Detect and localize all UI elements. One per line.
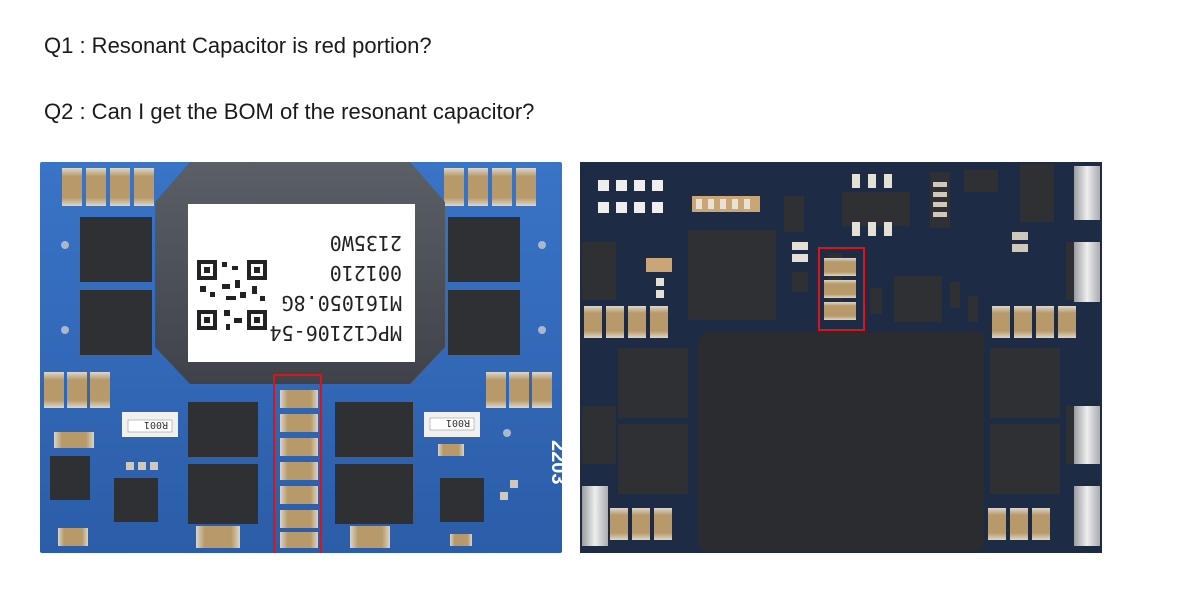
pcb-top-side-image: MPC12106-54 M161050.8G 001210 2135W0 R00… — [40, 162, 562, 553]
capacitor-group-left — [44, 372, 110, 408]
resonant-capacitor-stack-bottom — [824, 258, 856, 320]
mosfet-ics — [50, 402, 484, 524]
label-line-4: 2135W0 — [330, 231, 402, 255]
edge-pads — [582, 166, 1100, 546]
svg-text:R001: R001 — [144, 419, 168, 430]
label-line-3: 001210 — [330, 261, 402, 285]
capacitor-bank-left — [584, 306, 668, 338]
qr-code — [195, 258, 269, 332]
board-code: 2203 — [547, 440, 562, 485]
svg-text:R001: R001 — [446, 417, 470, 428]
question-1: Q1 : Resonant Capacitor is red portion? — [44, 33, 432, 58]
capacitor-bank-top-right — [444, 168, 536, 206]
question-2: Q2 : Can I get the BOM of the resonant c… — [44, 99, 535, 124]
red-highlight-box-top — [273, 374, 322, 553]
sense-resistor-left: R001 — [122, 412, 178, 437]
label-line-2: M161050.8G — [282, 291, 402, 315]
capacitor-group-right — [486, 372, 552, 408]
red-highlight-box-bottom — [818, 247, 865, 331]
small-passives — [54, 432, 518, 548]
label-line-1: MPC12106-54 — [270, 321, 402, 345]
capacitor-bank-bottom-right — [988, 508, 1050, 540]
thermal-pad — [698, 332, 984, 552]
capacitor-bank-bottom-left — [610, 508, 672, 540]
pad-array — [598, 180, 663, 213]
capacitor-bank-right — [992, 306, 1076, 338]
pcb-bottom-side-image — [580, 162, 1102, 553]
resistor-array — [692, 196, 760, 212]
capacitor-bank-top-left — [62, 168, 154, 206]
resonant-capacitor-stack-top — [280, 390, 318, 548]
inductor-blocks-left — [80, 217, 152, 355]
inductor-blocks-right — [448, 217, 520, 355]
sense-resistor-right: R001 — [424, 412, 480, 437]
